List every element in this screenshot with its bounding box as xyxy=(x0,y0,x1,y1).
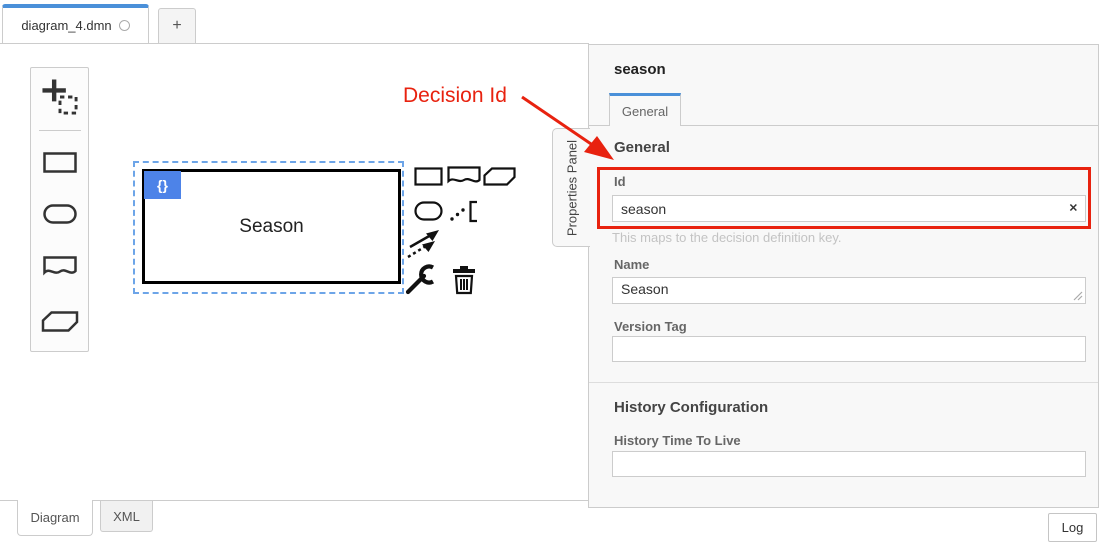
id-field-label: Id xyxy=(614,174,626,189)
selection-outline xyxy=(133,161,404,294)
log-button-label: Log xyxy=(1061,520,1084,535)
knowledge-source-tool-icon[interactable] xyxy=(42,256,77,285)
httl-input[interactable] xyxy=(612,451,1086,477)
properties-panel-toggle-label: Properties Panel xyxy=(564,139,579,236)
general-group-heading: General xyxy=(614,139,670,156)
business-knowledge-tool-icon[interactable] xyxy=(41,311,78,337)
version-tag-wrap xyxy=(612,336,1086,362)
change-type-wrench-icon[interactable] xyxy=(404,264,444,300)
id-input[interactable] xyxy=(612,195,1086,222)
panel-title: season xyxy=(614,61,666,78)
bottom-tab-xml[interactable]: XML xyxy=(100,501,153,532)
id-field-wrap: ✕ xyxy=(612,195,1086,222)
version-tag-label: Version Tag xyxy=(614,319,687,334)
name-field-label: Name xyxy=(614,257,650,272)
panel-tab-general[interactable]: General xyxy=(609,93,681,126)
file-tab-diagram4[interactable]: diagram_4.dmn xyxy=(2,4,149,43)
decision-node-season[interactable]: Season xyxy=(142,169,401,284)
panel-tab-general-label: General xyxy=(621,103,669,119)
lasso-tool-icon[interactable] xyxy=(41,78,79,121)
bottom-tab-diagram-label: Diagram xyxy=(30,510,80,525)
properties-panel-toggle[interactable]: Properties Panel xyxy=(552,128,590,247)
palette xyxy=(30,67,89,352)
group-divider xyxy=(589,382,1098,383)
append-knowledge-source-icon[interactable] xyxy=(447,166,481,193)
literal-expression-badge: {} xyxy=(144,171,181,199)
append-business-knowledge-icon[interactable] xyxy=(483,167,516,191)
panel-tabbar-divider xyxy=(589,125,1098,126)
version-tag-input[interactable] xyxy=(612,336,1086,362)
bottom-tab-diagram[interactable]: Diagram xyxy=(17,500,93,536)
name-textarea[interactable]: Season xyxy=(612,277,1086,304)
bottom-tab-xml-label: XML xyxy=(113,508,140,524)
file-tab-label: diagram_4.dmn xyxy=(21,18,112,33)
decision-id-annotation-label: Decision Id xyxy=(403,84,507,107)
history-group-heading: History Configuration xyxy=(614,399,769,416)
name-field-wrap: Season xyxy=(612,277,1086,304)
palette-separator xyxy=(39,130,81,131)
decision-node-label: Season xyxy=(239,215,304,237)
append-input-data-icon[interactable] xyxy=(414,201,443,226)
connect-tool-icon[interactable] xyxy=(407,226,447,264)
plus-icon: + xyxy=(172,17,182,34)
input-data-tool-icon[interactable] xyxy=(42,204,77,229)
clear-id-icon[interactable]: ✕ xyxy=(1068,202,1078,214)
delete-trash-icon[interactable] xyxy=(450,265,478,300)
properties-panel: season General General Id ✕ This maps to… xyxy=(588,44,1099,508)
badge-label: {} xyxy=(157,177,168,193)
append-decision-icon[interactable] xyxy=(414,167,443,191)
httl-field-label: History Time To Live xyxy=(614,433,741,448)
new-tab-button[interactable]: + xyxy=(158,8,196,43)
httl-field-wrap xyxy=(612,451,1086,477)
id-help-text: This maps to the decision definition key… xyxy=(612,230,842,245)
append-text-annotation-icon[interactable] xyxy=(449,200,480,228)
decision-tool-icon[interactable] xyxy=(42,152,77,178)
unsaved-indicator-icon xyxy=(118,20,130,31)
log-button[interactable]: Log xyxy=(1048,513,1097,542)
